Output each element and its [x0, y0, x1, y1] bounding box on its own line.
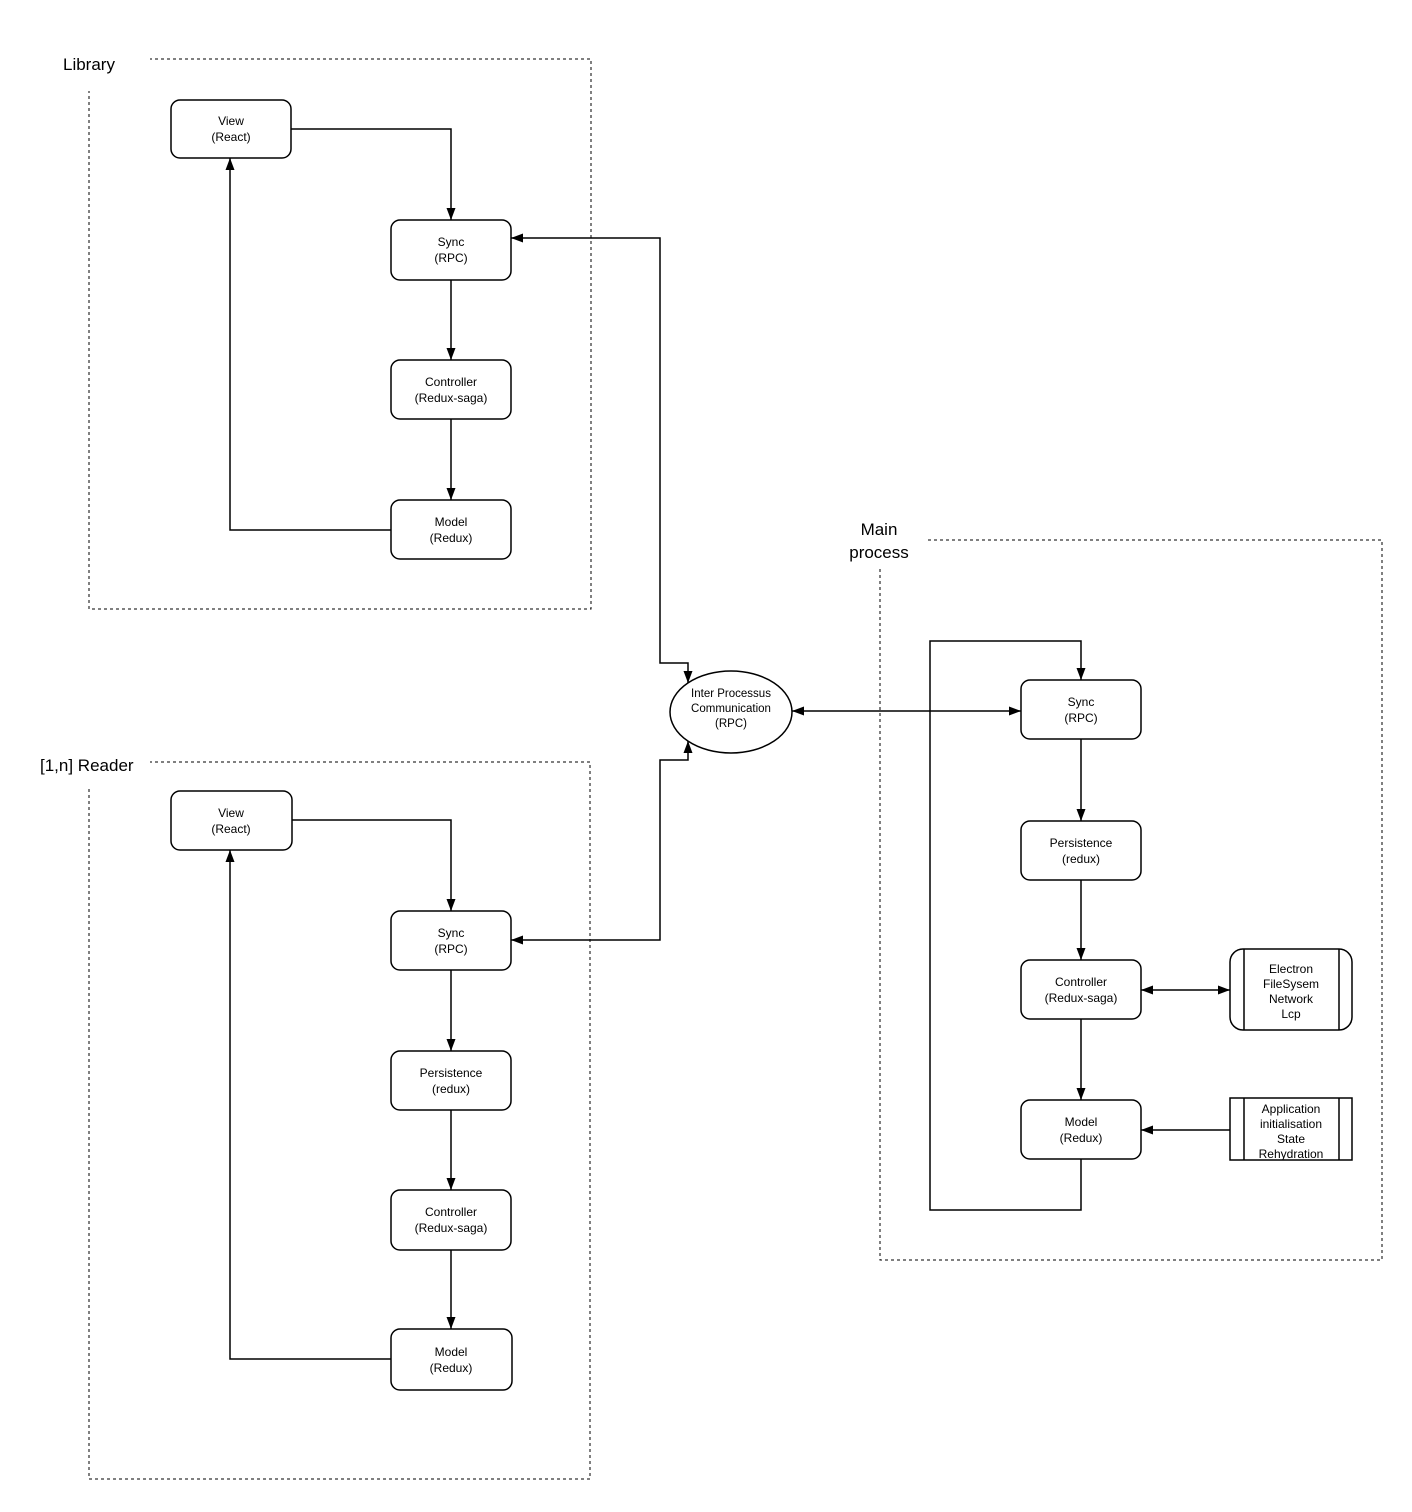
main-persistence-node	[1020, 820, 1142, 881]
reader-view-subtitle: (React)	[211, 822, 250, 836]
reader-persistence-subtitle: (redux)	[432, 1082, 470, 1096]
library-controller-title: Controller	[425, 375, 477, 389]
main-process-group-label-line1: Main	[861, 520, 898, 539]
library-sync-subtitle: (RPC)	[434, 251, 467, 265]
edge-reader-view-to-sync	[292, 819, 456, 911]
main-sync-node	[1020, 679, 1142, 740]
edge-library-model-to-view	[225, 158, 391, 531]
main-controller-subtitle: (Redux-saga)	[1045, 991, 1118, 1005]
reader-view-title: View	[218, 806, 244, 820]
reader-sync-subtitle: (RPC)	[434, 942, 467, 956]
reader-group-box	[88, 761, 591, 1480]
main-model-title: Model	[1065, 1115, 1098, 1129]
electron-services-line2: FileSysem	[1263, 977, 1319, 991]
ipc-hub-line1: Inter Processus	[691, 688, 771, 700]
edge-library-sync-ipc	[511, 233, 693, 683]
library-view-title: View	[218, 114, 244, 128]
reader-persistence-node	[390, 1050, 512, 1111]
reader-controller-node	[390, 1189, 512, 1251]
reader-controller-title: Controller	[425, 1205, 477, 1219]
reader-model-title: Model	[435, 1345, 468, 1359]
reader-sync-title: Sync	[438, 926, 465, 940]
library-model-node	[390, 499, 512, 560]
electron-services-line4: Lcp	[1281, 1007, 1301, 1021]
edge-main-model-loop-to-sync	[929, 640, 1086, 1211]
electron-services-node	[1229, 948, 1353, 1031]
edge-library-view-to-sync	[291, 128, 456, 220]
main-model-subtitle: (Redux)	[1060, 1131, 1103, 1145]
library-sync-title: Sync	[438, 235, 465, 249]
app-init-line3: State	[1277, 1132, 1305, 1146]
app-init-line1: Application	[1262, 1102, 1321, 1116]
app-init-line4: Rehydration	[1259, 1147, 1324, 1161]
main-persistence-title: Persistence	[1050, 836, 1113, 850]
ipc-hub-ellipse	[669, 670, 793, 754]
main-controller-title: Controller	[1055, 975, 1107, 989]
ipc-hub-line3: (RPC)	[715, 718, 747, 730]
reader-model-subtitle: (Redux)	[430, 1361, 473, 1375]
ipc-hub-line2: Communication	[691, 703, 771, 715]
library-model-title: Model	[435, 515, 468, 529]
library-group-label: Library	[63, 55, 115, 74]
library-view-node	[170, 99, 292, 159]
main-sync-title: Sync	[1068, 695, 1095, 709]
main-model-node	[1020, 1099, 1142, 1160]
reader-group-label: [1,n] Reader	[40, 756, 134, 775]
edge-reader-sync-ipc	[511, 741, 693, 945]
reader-sync-node	[390, 910, 512, 971]
main-sync-subtitle: (RPC)	[1064, 711, 1097, 725]
electron-services-line3: Network	[1269, 992, 1314, 1006]
library-view-subtitle: (React)	[211, 130, 250, 144]
main-process-group-box	[879, 539, 1383, 1261]
reader-persistence-title: Persistence	[420, 1066, 483, 1080]
electron-services-line1: Electron	[1269, 962, 1313, 976]
reader-label-mask	[30, 747, 150, 789]
main-process-group-label-line2: process	[849, 543, 909, 562]
library-controller-node	[390, 359, 512, 420]
reader-view-node	[170, 790, 293, 851]
library-sync-node	[390, 219, 512, 281]
reader-model-node	[390, 1328, 513, 1391]
library-label-mask	[50, 42, 150, 91]
app-init-node	[1229, 1097, 1353, 1161]
main-process-label-mask	[838, 512, 928, 566]
app-init-line2: initialisation	[1260, 1117, 1322, 1131]
library-controller-subtitle: (Redux-saga)	[415, 391, 488, 405]
library-model-subtitle: (Redux)	[430, 531, 473, 545]
main-controller-node	[1020, 959, 1142, 1020]
main-persistence-subtitle: (redux)	[1062, 852, 1100, 866]
reader-controller-subtitle: (Redux-saga)	[415, 1221, 488, 1235]
edge-reader-model-to-view	[225, 850, 391, 1360]
